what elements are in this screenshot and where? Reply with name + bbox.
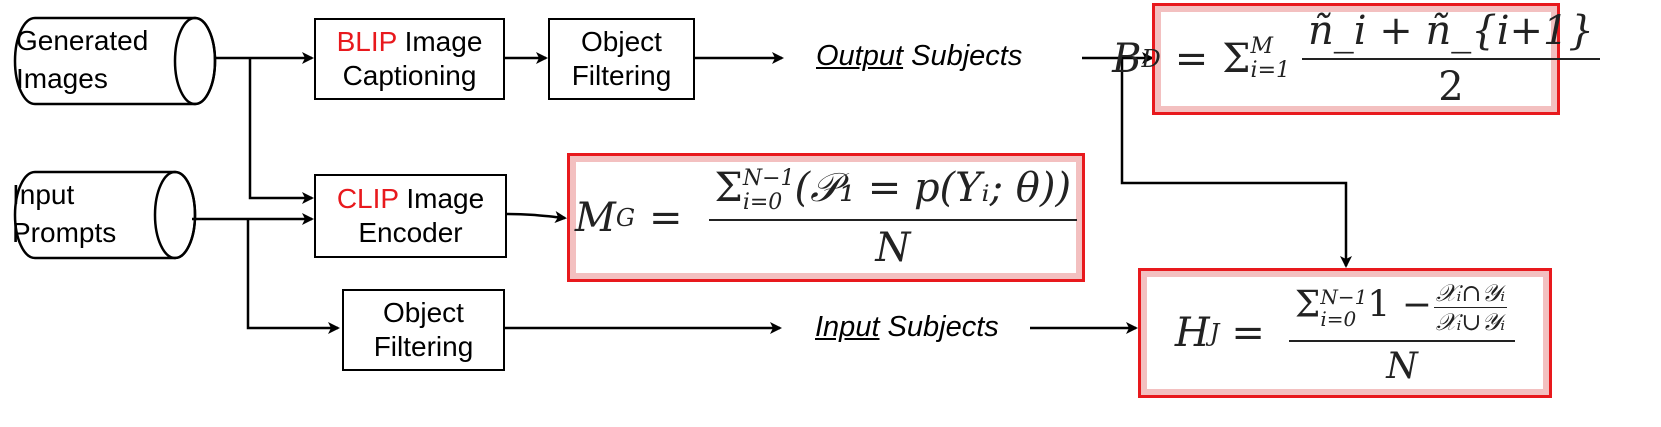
clip-line1: CLIP Image <box>337 182 484 216</box>
edge-prompt-to-filter <box>246 219 340 334</box>
output-subjects-label: Output Subjects <box>816 40 1022 73</box>
cylinder-input-prompts-end <box>153 170 197 260</box>
hj-sup: N−1 <box>1320 284 1368 309</box>
edge-gen-to-clip <box>248 58 314 204</box>
clip-highlight: CLIP <box>336 183 399 214</box>
clip-encoder-box: CLIP Image Encoder <box>314 174 507 258</box>
hj-inner-num: 𝒳ᵢ∩𝒴ᵢ <box>1433 279 1508 308</box>
hj-denominator: N <box>1386 346 1418 387</box>
object-filtering-bottom-line1: Object <box>383 297 464 328</box>
edge-output-to-hj <box>1120 58 1352 268</box>
generated-images-text: Generated Images <box>16 25 149 94</box>
bd-eq: = <box>1174 36 1209 82</box>
blip-rest: Image <box>396 26 483 57</box>
input-prompts-text: Input Prompts <box>12 179 117 248</box>
mg-sub: i=0 <box>742 189 783 215</box>
blip-line2: Captioning <box>342 60 477 91</box>
bd-denominator: 2 <box>1438 64 1464 110</box>
object-filtering-top-line1: Object <box>581 26 662 57</box>
hj-numerator-rest: 1 − <box>1367 284 1432 326</box>
input-subjects-label: Input Subjects <box>815 311 999 344</box>
object-filtering-top-box: Object Filtering <box>548 18 695 100</box>
output-underlined: Output <box>816 40 904 72</box>
mg-numerator-rest: (𝒫₁ = p(Yᵢ; θ)) <box>794 164 1072 211</box>
clip-rest: Image <box>398 183 485 214</box>
edge-clip-to-mg <box>506 211 567 223</box>
blip-highlight: BLIP <box>336 26 397 57</box>
hj-inner-den: 𝒳ᵢ∪𝒴ᵢ <box>1435 308 1506 336</box>
blip-line1: BLIP Image <box>337 25 483 59</box>
hj-lhs: H <box>1174 310 1210 356</box>
hj-lhs-sub: J <box>1209 319 1220 347</box>
bd-sub: i=1 <box>1250 58 1290 83</box>
bd-lhs: B <box>1112 36 1142 82</box>
mg-sup: N−1 <box>742 165 795 191</box>
hj-sigma: Σ <box>1294 284 1321 326</box>
mg-eq: = <box>649 194 683 241</box>
bd-lhs-sub: D <box>1141 45 1161 73</box>
clip-line2: Encoder <box>358 217 463 248</box>
bd-fraction: ñ_i + ñ_{i+1}2 <box>1302 8 1600 110</box>
input-rest: Subjects <box>879 311 999 343</box>
generated-images-label: Generated Images <box>16 22 148 98</box>
object-filtering-bottom-line2: Filtering <box>373 331 474 362</box>
input-underlined: Input <box>815 311 880 343</box>
bd-numerator: ñ_i + ñ_{i+1} <box>1302 8 1600 60</box>
mg-denominator: N <box>875 224 911 271</box>
object-filtering-bottom-box: Object Filtering <box>342 289 505 371</box>
cylinder-generated-images-end <box>173 16 217 106</box>
mg-lhs-sub: G <box>615 203 636 232</box>
mg-lhs: M <box>574 194 616 241</box>
blip-captioning-box: BLIP Image Captioning <box>314 18 505 100</box>
output-rest: Subjects <box>903 40 1023 72</box>
hj-sub: i=0 <box>1320 306 1357 331</box>
hj-eq: = <box>1231 310 1265 356</box>
bd-sigma: Σ <box>1222 36 1251 82</box>
object-filtering-top-line2: Filtering <box>571 60 672 91</box>
mg-sigma: Σ <box>714 164 743 211</box>
input-prompts-label: Input Prompts <box>12 176 116 252</box>
bd-sup: M <box>1250 34 1274 59</box>
